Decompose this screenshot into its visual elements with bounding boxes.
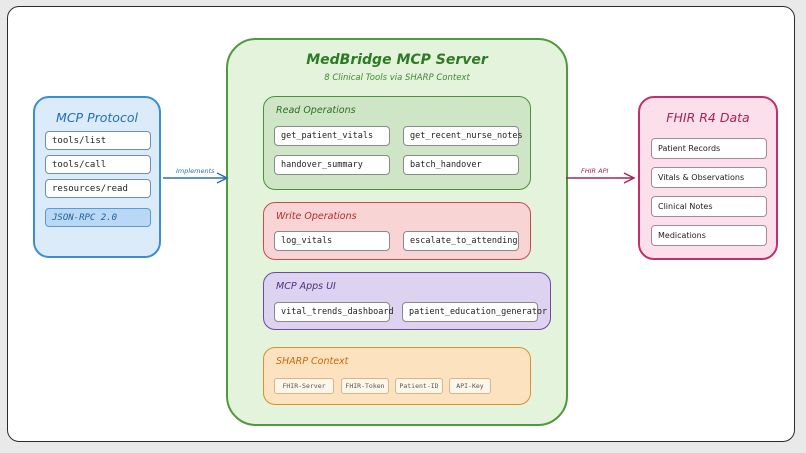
mcp-protocol-box: MCP Protocol tools/list tools/call resou… bbox=[33, 96, 161, 258]
sharp-context-title: SHARP Context bbox=[276, 356, 349, 367]
fhir-item-clinical-notes: Clinical Notes bbox=[651, 196, 767, 217]
mcp-badge-json-rpc: JSON-RPC 2.0 bbox=[45, 208, 151, 227]
fhir-r4-box: FHIR R4 Data Patient Records Vitals & Ob… bbox=[638, 96, 778, 260]
tool-handover-summary: handover_summary bbox=[274, 155, 390, 175]
tool-get-patient-vitals: get_patient_vitals bbox=[274, 126, 390, 146]
implements-label: Implements bbox=[176, 167, 215, 175]
tool-log-vitals: log_vitals bbox=[274, 231, 390, 251]
tool-batch-handover: batch_handover bbox=[403, 155, 519, 175]
fhir-api-label: FHIR API bbox=[581, 167, 609, 175]
sharp-patient-id: Patient-ID bbox=[395, 378, 443, 394]
fhir-item-medications: Medications bbox=[651, 225, 767, 246]
sharp-api-key: API-Key bbox=[449, 378, 491, 394]
tool-vital-trends-dashboard: vital_trends_dashboard bbox=[274, 302, 394, 322]
read-operations-section: Read Operations get_patient_vitals get_r… bbox=[263, 96, 531, 190]
server-subtitle: 8 Clinical Tools via SHARP Context bbox=[324, 73, 470, 83]
mcp-apps-ui-section: MCP Apps UI vital_trends_dashboard patie… bbox=[263, 272, 551, 330]
server-title: MedBridge MCP Server bbox=[306, 52, 488, 68]
mcp-item-tools-call: tools/call bbox=[45, 155, 151, 174]
tool-escalate-to-attending: escalate_to_attending bbox=[403, 231, 519, 251]
write-operations-section: Write Operations log_vitals escalate_to_… bbox=[263, 202, 531, 260]
sharp-fhir-server: FHIR-Server bbox=[274, 378, 334, 394]
sharp-fhir-token: FHIR-Token bbox=[341, 378, 389, 394]
sharp-context-section: SHARP Context FHIR-Server FHIR-Token Pat… bbox=[263, 347, 531, 405]
fhir-title: FHIR R4 Data bbox=[666, 110, 750, 125]
write-operations-title: Write Operations bbox=[276, 211, 357, 222]
fhir-item-patient-records: Patient Records bbox=[651, 138, 767, 159]
tool-get-recent-nurse-notes: get_recent_nurse_notes bbox=[403, 126, 523, 146]
tool-patient-education-generator: patient_education_generator bbox=[402, 302, 547, 322]
mcp-apps-ui-title: MCP Apps UI bbox=[276, 281, 336, 292]
medbridge-server-box: MedBridge MCP Server 8 Clinical Tools vi… bbox=[226, 38, 568, 426]
mcp-item-tools-list: tools/list bbox=[45, 131, 151, 150]
mcp-protocol-title: MCP Protocol bbox=[56, 110, 138, 125]
mcp-item-resources-read: resources/read bbox=[45, 179, 151, 198]
read-operations-title: Read Operations bbox=[276, 105, 356, 116]
fhir-item-vitals-observations: Vitals & Observations bbox=[651, 167, 767, 188]
